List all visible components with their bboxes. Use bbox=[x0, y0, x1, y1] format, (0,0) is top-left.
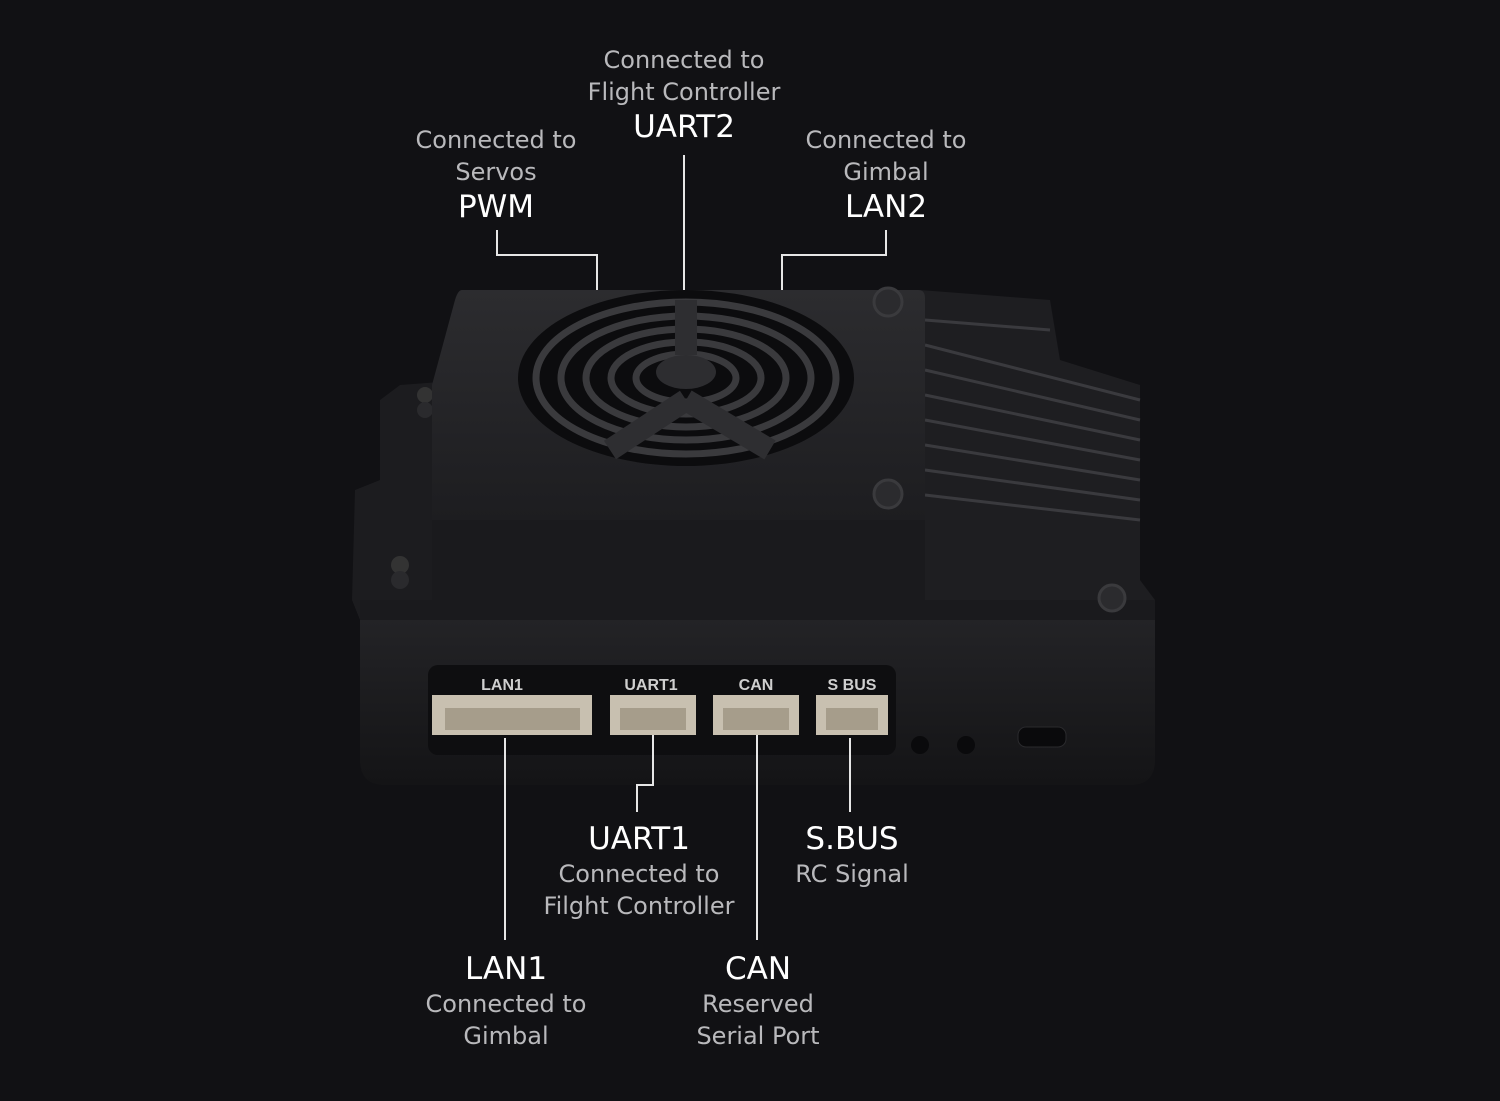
pwm-desc-1: Connected to bbox=[415, 126, 577, 154]
uart1-name: UART1 bbox=[588, 821, 690, 857]
uart1-desc-1: Connected to bbox=[558, 860, 720, 888]
pwm-name: PWM bbox=[457, 189, 535, 225]
uart2-desc-2: Flight Controller bbox=[587, 78, 781, 106]
connector-sbus: S BUS bbox=[816, 677, 888, 735]
can-name: CAN bbox=[724, 951, 792, 987]
callout-lan2 bbox=[781, 230, 887, 290]
label-can: CAN Reserved Serial Port bbox=[696, 950, 819, 1052]
heatsink-fins bbox=[924, 318, 1141, 522]
label-uart2: Connected to Flight Controller UART2 bbox=[588, 44, 781, 146]
lan1-desc-2: Gimbal bbox=[463, 1022, 549, 1050]
lan1-desc-1: Connected to bbox=[425, 990, 587, 1018]
label-uart1: UART1 Connected to Filght Controller bbox=[544, 820, 735, 922]
port-silk-sbus: S BUS bbox=[828, 677, 877, 694]
callout-pwm bbox=[496, 230, 598, 290]
fan-grille bbox=[518, 290, 854, 466]
port-silk-lan1: LAN1 bbox=[481, 677, 523, 694]
can-desc-1: Reserved bbox=[702, 990, 814, 1018]
uart1-desc-2: Filght Controller bbox=[543, 892, 735, 920]
sbus-name: S.BUS bbox=[805, 821, 899, 857]
label-pwm: Connected to Servos PWM bbox=[416, 124, 577, 226]
connector-lan1: LAN1 bbox=[432, 677, 592, 735]
connector-uart1: UART1 bbox=[610, 677, 696, 735]
left-bracket bbox=[352, 382, 440, 620]
label-lan2: Connected to Gimbal LAN2 bbox=[806, 124, 967, 226]
port-silk-uart1: UART1 bbox=[624, 677, 677, 694]
screw bbox=[872, 478, 904, 510]
pwm-desc-2: Servos bbox=[455, 158, 537, 186]
callout-uart1 bbox=[636, 735, 654, 812]
callout-lines bbox=[496, 155, 887, 940]
uart2-desc-1: Connected to bbox=[603, 46, 765, 74]
lan1-name: LAN1 bbox=[464, 951, 548, 987]
sbus-desc-1: RC Signal bbox=[795, 860, 909, 888]
lan2-name: LAN2 bbox=[844, 189, 928, 225]
screw bbox=[872, 286, 904, 318]
lan2-desc-2: Gimbal bbox=[843, 158, 929, 186]
label-lan1: LAN1 Connected to Gimbal bbox=[426, 950, 587, 1052]
lan2-desc-1: Connected to bbox=[805, 126, 967, 154]
heatsink bbox=[920, 290, 1155, 600]
screw bbox=[1097, 583, 1127, 613]
connector-can: CAN bbox=[713, 677, 799, 735]
label-sbus: S.BUS RC Signal bbox=[795, 820, 909, 890]
port-silk-can: CAN bbox=[739, 677, 774, 694]
uart2-name: UART2 bbox=[633, 109, 735, 145]
can-desc-2: Serial Port bbox=[696, 1022, 820, 1050]
